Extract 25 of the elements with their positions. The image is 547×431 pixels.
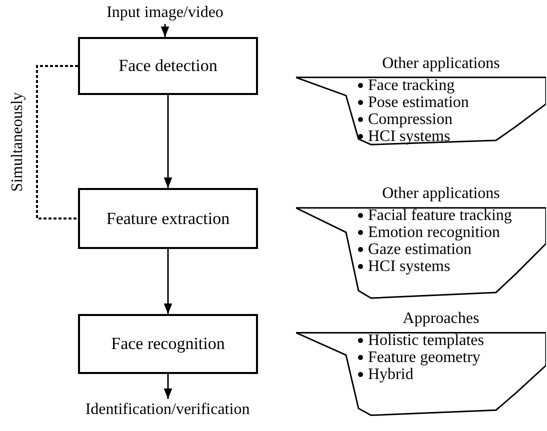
process-box: Feature extraction [78,188,258,249]
list-item: Gaze estimation [368,241,472,258]
list-item: Face tracking [368,77,455,94]
arrow [164,249,172,314]
list-item: Facial feature tracking [368,207,512,224]
arrow [164,95,172,188]
callout-heading: Other applications [382,184,500,204]
process-box: Face detection [78,37,258,95]
list-item: HCI systems [368,258,450,275]
list-item: Compression [368,111,452,128]
arrow [160,24,170,37]
list-item: HCI systems [368,128,450,145]
dashed-connector [36,65,78,220]
callout-heading: Other applications [382,54,500,74]
list-item: Emotion recognition [368,224,500,241]
list-item: Pose estimation [368,94,469,111]
flow-text: Input image/video [80,2,250,24]
list-item: Hybrid [368,366,414,383]
list-item: Feature geometry [368,349,480,366]
flow-text: Identification/verification [60,399,275,421]
callout-heading: Approaches [402,309,480,329]
edge-label: Simultaneously [10,91,26,194]
process-box: Face recognition [78,314,258,374]
arrow [164,374,172,399]
list-item: Holistic templates [368,332,484,349]
